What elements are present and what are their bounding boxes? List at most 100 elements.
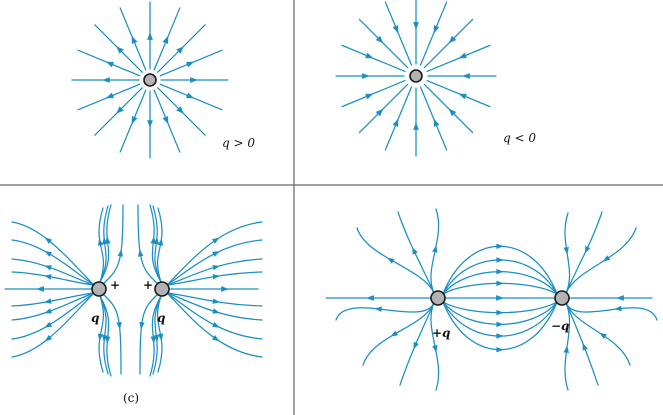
field-line (399, 302, 435, 386)
field-line (362, 302, 435, 366)
field-arrow (117, 249, 123, 257)
field-arrow (448, 35, 457, 44)
like-right-charge-label: q (157, 311, 165, 325)
dipole-negative-label: −q (551, 319, 569, 333)
field-line (426, 79, 491, 108)
field-line (98, 295, 105, 373)
field-arrow (496, 268, 504, 275)
field-arrow (131, 35, 138, 44)
field-line (98, 207, 105, 283)
field-line (102, 204, 124, 285)
like-left-charge (91, 281, 107, 297)
field-arrow (212, 335, 220, 342)
negative-point-charge (409, 69, 423, 83)
field-line (565, 302, 599, 386)
field-arrow (496, 243, 504, 249)
field-arrow (496, 257, 504, 263)
like-panel-caption: (c) (123, 391, 139, 405)
field-arrow (212, 308, 220, 314)
field-arrow (614, 305, 622, 312)
field-arrow (44, 237, 53, 244)
field-line (11, 258, 95, 286)
field-arrow (616, 295, 624, 301)
field-line (11, 271, 95, 286)
field-line (442, 301, 558, 314)
field-arrow (44, 298, 52, 304)
field-arrow (496, 333, 504, 339)
field-line (166, 258, 263, 286)
field-arrow (563, 247, 569, 255)
field-line (565, 211, 603, 294)
field-arrow (44, 308, 52, 314)
field-line (397, 211, 435, 294)
field-arrow (413, 22, 419, 30)
field-arrow (365, 52, 374, 59)
field-line (99, 295, 112, 377)
field-line (166, 239, 263, 286)
field-arrow (44, 321, 53, 328)
field-arrow (366, 295, 374, 301)
like-left-charge-label: q (91, 311, 99, 325)
field-line (358, 18, 409, 69)
field-line (11, 292, 95, 340)
field-arrow (97, 238, 104, 246)
field-arrow (105, 61, 114, 68)
field-arrow (157, 238, 164, 246)
field-arrow (375, 108, 384, 117)
field-line (11, 292, 95, 358)
field-line (102, 293, 122, 375)
field-arrow (448, 108, 457, 117)
field-arrow (362, 73, 370, 79)
field-line (384, 1, 413, 66)
panel-positive-charge (71, 1, 229, 159)
field-arrow (496, 309, 504, 316)
field-arrow (433, 25, 440, 34)
field-line (341, 79, 406, 108)
field-arrow (116, 46, 124, 54)
field-line (11, 239, 95, 286)
dipole-positive-label: +q (432, 326, 450, 340)
field-arrow (97, 333, 104, 341)
field-line (156, 295, 163, 373)
field-arrow (392, 118, 399, 127)
field-arrow (432, 245, 438, 253)
field-line (149, 204, 162, 283)
field-line (565, 227, 637, 294)
field-line (166, 221, 263, 286)
field-arrow (221, 286, 229, 292)
like-left-sign: + (110, 278, 120, 292)
field-arrow (212, 274, 220, 280)
field-arrow (157, 333, 164, 341)
field-line (139, 293, 159, 375)
field-arrow (496, 347, 504, 353)
field-arrow (212, 237, 220, 244)
field-line (11, 292, 95, 307)
field-line (565, 302, 658, 321)
field-arrow (432, 345, 438, 353)
panel-negative-charge (335, 0, 497, 157)
field-arrow (105, 236, 111, 244)
field-arrow (105, 336, 111, 344)
field-line (152, 205, 162, 283)
field-arrow (186, 92, 195, 99)
field-arrow (105, 92, 114, 99)
field-arrow (413, 122, 419, 130)
field-arrow (582, 342, 588, 351)
field-arrow (212, 298, 220, 304)
negative-charge-label: q < 0 (503, 131, 536, 145)
field-arrow (190, 77, 198, 83)
field-line (166, 292, 263, 340)
field-arrow (44, 334, 53, 342)
field-arrow (413, 341, 419, 350)
field-line (358, 83, 409, 134)
field-arrow (412, 247, 418, 255)
field-arrow (150, 336, 156, 344)
field-arrow (186, 61, 195, 68)
dipole-positive-charge (430, 290, 446, 306)
field-line (166, 292, 263, 321)
field-line (99, 205, 109, 283)
field-arrow (116, 106, 124, 114)
field-line (152, 295, 162, 375)
field-line (99, 204, 112, 283)
field-line (356, 227, 435, 294)
